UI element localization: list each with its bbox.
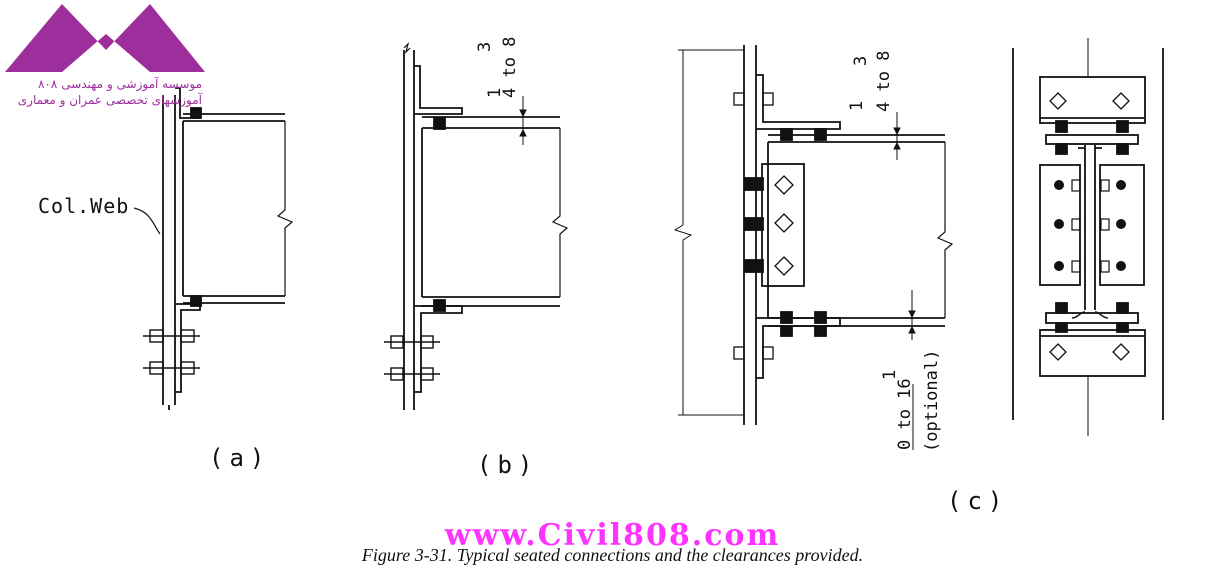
logo-line-2: آموزشهای تخصصی عمران و معماری	[17, 93, 202, 107]
dim-b-den: 4 to 8	[500, 37, 520, 98]
panel-b-drawing	[384, 42, 569, 410]
panel-a-drawing	[133, 87, 294, 410]
col-web-label: Col.Web	[38, 194, 130, 218]
dim-c-bottom-num: 1	[880, 370, 900, 380]
panel-c-section	[1012, 38, 1164, 436]
panel-c-label: (c)	[947, 487, 1009, 515]
dim-c-bottom-note: (optional)	[922, 350, 942, 452]
panel-b-label: (b)	[477, 451, 539, 479]
figure-caption: Figure 3-31. Typical seated connections …	[361, 545, 864, 565]
dim-c-bottom-range: 0 to 16	[895, 378, 915, 450]
dim-b-lead: 1	[485, 88, 505, 98]
panel-a-label: (a)	[209, 444, 271, 472]
dim-b-top: 1 3 4 to 8	[475, 37, 520, 98]
logo-mark	[5, 4, 205, 72]
dim-c-bottom: 1 0 to 16 (optional)	[880, 350, 942, 452]
dim-c-lead: 1	[847, 101, 867, 111]
dim-c-den: 4 to 8	[874, 51, 894, 112]
watermark: www.Civil808.com	[444, 518, 781, 553]
dim-b-num: 3	[475, 42, 495, 52]
panel-c-elevation	[673, 45, 954, 425]
dim-c-top: 1 3 4 to 8	[847, 51, 894, 112]
dim-c-num: 3	[851, 56, 871, 66]
logo-line-1: موسسه آموزشی و مهندسی ۸۰۸	[38, 77, 202, 91]
